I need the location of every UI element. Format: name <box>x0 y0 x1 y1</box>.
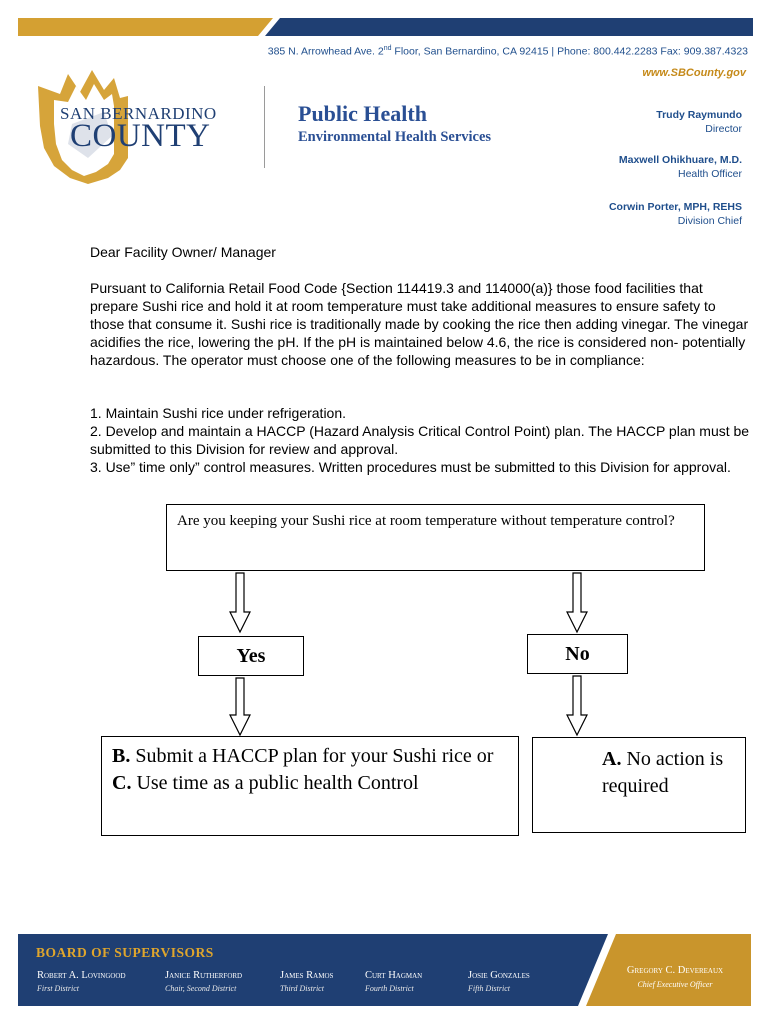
staff-director: Trudy Raymundo Director <box>656 108 742 136</box>
logo-text-san-bernardino: SAN BERNARDINO <box>60 104 217 123</box>
address-line: 385 N. Arrowhead Ave. 2nd Floor, San Ber… <box>267 45 748 58</box>
supervisor-name: Josie Gonzales <box>468 970 530 981</box>
ceo-name: Gregory C. Devereaux <box>626 965 724 976</box>
list-item: 3. Use” time only” control measures. Wri… <box>90 459 731 475</box>
arrow-down-icon <box>566 675 588 737</box>
supervisor-district: Chair, Second District <box>165 984 237 993</box>
option-c: C. Use time as a public health Control <box>112 772 419 794</box>
salutation: Dear Facility Owner/ Manager <box>90 244 276 260</box>
question-box: Are you keeping your Sushi rice at room … <box>166 504 705 571</box>
staff-title: Health Officer <box>678 168 742 180</box>
supervisor-district: First District <box>37 984 80 993</box>
option-b: B. Submit a HACCP plan for your Sushi ri… <box>112 745 494 767</box>
top-color-bar <box>18 18 753 36</box>
option-b-c-box: B. Submit a HACCP plan for your Sushi ri… <box>101 736 519 836</box>
staff-name: Corwin Porter, MPH, REHS <box>608 201 742 213</box>
staff-division-chief: Corwin Porter, MPH, REHS Division Chief <box>609 200 742 228</box>
ceo-title: Chief Executive Officer <box>637 980 713 989</box>
footer-banner <box>18 934 751 1006</box>
website-link[interactable]: www.SBCounty.gov <box>642 67 746 79</box>
intro-paragraph: Pursuant to California Retail Food Code … <box>90 280 749 368</box>
department-title: Public Health <box>298 101 427 126</box>
supervisor-name: Janice Rutherford <box>165 970 243 981</box>
staff-health-officer: Maxwell Ohikhuare, M.D. Health Officer <box>619 153 742 181</box>
no-box: No <box>527 634 628 674</box>
logo-text-county: COUNTY <box>70 118 211 154</box>
no-label: No <box>565 643 590 665</box>
option-a: A. No action is <box>602 748 724 770</box>
arrow-down-icon <box>566 572 588 634</box>
supervisor-district: Fourth District <box>365 984 414 993</box>
supervisor-district: Third District <box>280 984 324 993</box>
option-a-box: A. No action is required <box>532 737 746 833</box>
option-a-line2: required <box>602 775 669 797</box>
measures-list: 1. Maintain Sushi rice under refrigerati… <box>90 404 750 476</box>
arrow-down-icon <box>229 677 251 737</box>
yes-label: Yes <box>236 645 266 667</box>
staff-title: Division Chief <box>677 215 742 227</box>
staff-name: Trudy Raymundo <box>656 109 742 121</box>
county-logo <box>38 70 128 184</box>
yes-box: Yes <box>198 636 304 676</box>
department-subtitle: Environmental Health Services <box>298 129 492 145</box>
board-title: BOARD OF SUPERVISORS <box>36 945 214 960</box>
question-text: Are you keeping your Sushi rice at room … <box>177 513 675 529</box>
header-divider <box>264 86 265 168</box>
supervisor-name: James Ramos <box>280 970 334 981</box>
staff-name: Maxwell Ohikhuare, M.D. <box>618 154 742 166</box>
supervisor-name: Curt Hagman <box>365 970 423 981</box>
supervisor-district: Fifth District <box>468 984 510 993</box>
list-item: 1. Maintain Sushi rice under refrigerati… <box>90 405 347 421</box>
staff-title: Director <box>705 123 742 135</box>
list-item: 2. Develop and maintain a HACCP (Hazard … <box>90 423 750 457</box>
arrow-down-icon <box>229 572 251 634</box>
supervisor-name: Robert A. Lovingood <box>37 970 126 981</box>
